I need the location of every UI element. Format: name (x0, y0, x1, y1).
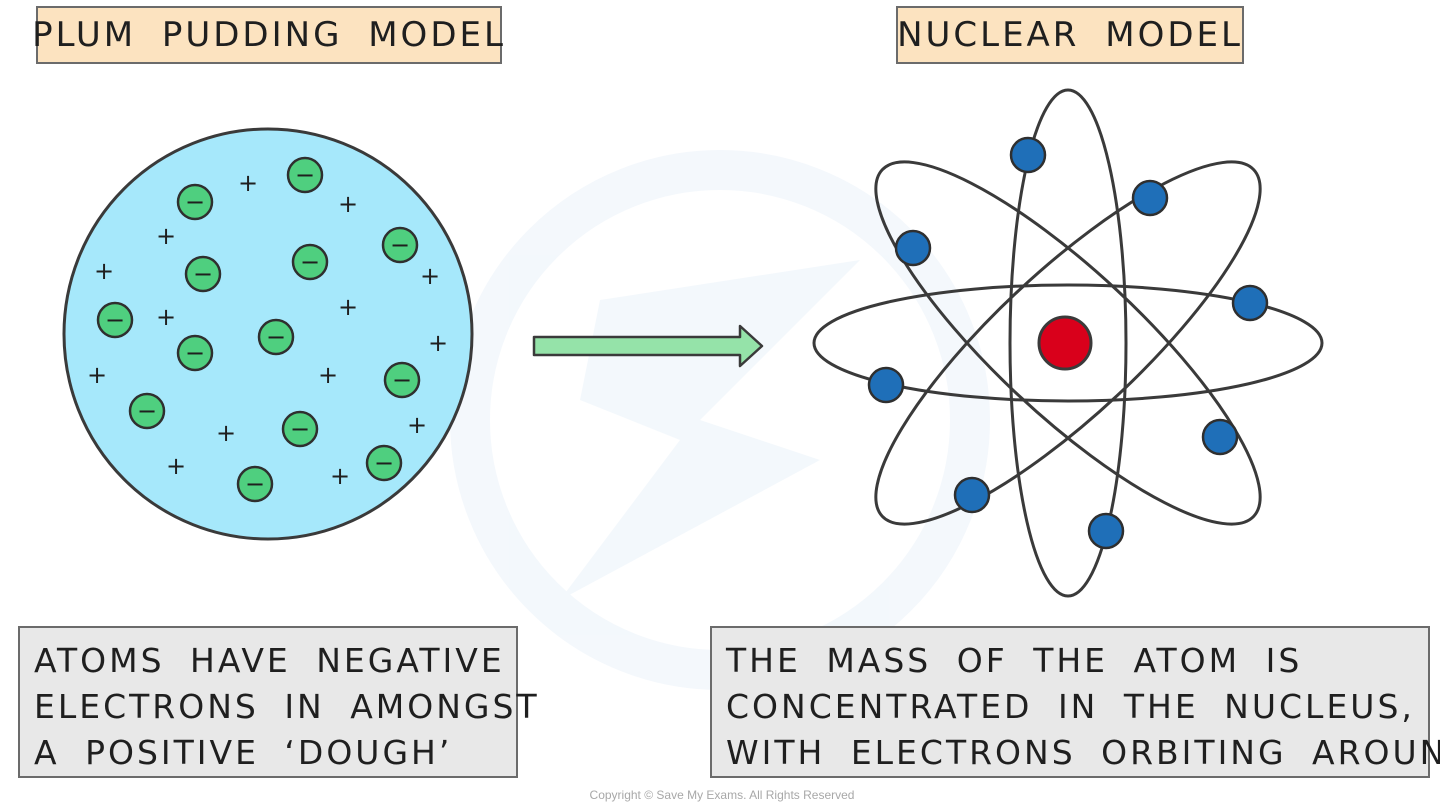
positive-charge-group: + + + + + + + + + + + + + + (87, 169, 448, 490)
electron-sign: − (374, 449, 394, 477)
orbit-horizontal (812, 283, 1324, 403)
description-line: WITH ELECTRONS ORBITING AROUND (726, 733, 1440, 772)
electron-sign: − (137, 397, 157, 425)
positive-charge: + (338, 190, 358, 218)
electron-sign: − (390, 231, 410, 259)
electron: − (365, 444, 403, 482)
electron: − (281, 410, 319, 448)
electron-sign: − (105, 306, 125, 334)
electron-sign: − (245, 470, 265, 498)
electron (1201, 418, 1239, 456)
electron: − (176, 183, 214, 221)
electron: − (383, 361, 421, 399)
electron (1087, 512, 1125, 550)
plum-pudding-description: ATOMS HAVE NEGATIVE ELECTRONS IN AMONGST… (18, 626, 540, 778)
nuclear-model-title: NUCLEAR MODEL (896, 6, 1244, 64)
electron-sign: − (295, 161, 315, 189)
electron: − (291, 243, 329, 281)
electron: − (184, 255, 222, 293)
positive-charge: + (420, 262, 440, 290)
electron (894, 229, 932, 267)
description-line: CONCENTRATED IN THE NUCLEUS, (726, 687, 1415, 726)
electron-sign: − (290, 415, 310, 443)
orbit-vertical (1008, 88, 1128, 598)
electron: − (286, 156, 324, 194)
electron-sign: − (300, 248, 320, 276)
electron-sign: − (185, 339, 205, 367)
positive-charge: + (407, 411, 427, 439)
orbiting-electrons (867, 136, 1269, 550)
description-line: THE MASS OF THE ATOM IS (726, 641, 1303, 680)
plum-pudding-title: PLUM PUDDING MODEL (32, 6, 503, 64)
electron (1009, 136, 1047, 174)
electron-sign: − (193, 260, 213, 288)
electron (1231, 284, 1269, 322)
description-line: ATOMS HAVE NEGATIVE (34, 641, 505, 680)
nucleus (1037, 315, 1093, 371)
copyright-notice: Copyright © Save My Exams. All Rights Re… (589, 788, 855, 802)
electron (953, 476, 991, 514)
nuclear-model-description: THE MASS OF THE ATOM IS CONCENTRATED IN … (710, 626, 1440, 778)
nuclear-atom (812, 88, 1324, 598)
transition-arrow (532, 324, 764, 368)
positive-charge: + (330, 462, 350, 490)
positive-charge: + (156, 303, 176, 331)
electron: − (381, 226, 419, 264)
electron-group: −−−−−−−−−−−−− (96, 156, 421, 503)
electron: − (128, 392, 166, 430)
positive-charge: + (94, 257, 114, 285)
orbit-diagonal-a (874, 160, 1262, 526)
electron: − (236, 465, 274, 503)
electron (1131, 179, 1169, 217)
description-line: ELECTRONS IN AMONGST (34, 687, 540, 726)
positive-charge: + (166, 452, 186, 480)
positive-charge: + (428, 329, 448, 357)
electron: − (176, 334, 214, 372)
electron-sign: − (185, 188, 205, 216)
positive-charge: + (338, 293, 358, 321)
positive-charge: + (318, 361, 338, 389)
positive-charge: + (87, 361, 107, 389)
positive-charge: + (156, 222, 176, 250)
electron-sign: − (392, 366, 412, 394)
electron (867, 366, 905, 404)
positive-charge: + (238, 169, 258, 197)
electron: − (257, 318, 295, 356)
orbit-diagonal-b (874, 160, 1262, 526)
electron: − (96, 301, 134, 339)
plum-pudding-atom: −−−−−−−−−−−−− ++++++++++++++ (62, 127, 474, 541)
positive-charge: + (216, 419, 236, 447)
electron-sign: − (266, 323, 286, 351)
description-line: A POSITIVE ‘DOUGH’ (34, 733, 453, 772)
